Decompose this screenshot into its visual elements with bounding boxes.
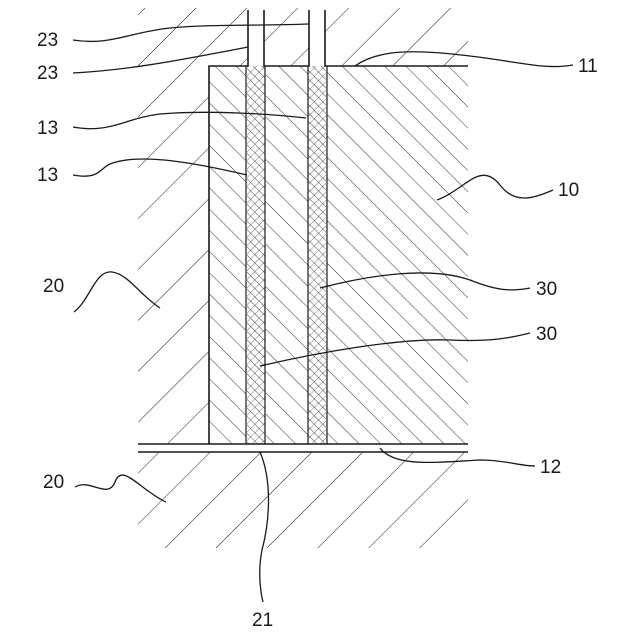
layer-30-left xyxy=(247,66,265,444)
ref-30-right: 30 xyxy=(536,279,557,300)
ref-13-upper: 13 xyxy=(37,118,58,139)
ref-30-left: 30 xyxy=(536,324,557,345)
ref-20-lower: 20 xyxy=(43,472,64,493)
ref-11: 11 xyxy=(578,56,598,77)
material-20-lower-region xyxy=(138,452,468,548)
layer-30-right xyxy=(308,66,326,444)
insert-wall-left xyxy=(209,66,246,444)
ref-21: 21 xyxy=(252,610,273,631)
ref-23-lower: 23 xyxy=(37,63,58,84)
ref-12: 12 xyxy=(540,457,561,478)
ref-10: 10 xyxy=(558,180,579,201)
ref-13-lower: 13 xyxy=(37,165,58,186)
insert-centre xyxy=(266,66,308,444)
ref-23-upper: 23 xyxy=(37,30,58,51)
mold-block-10 xyxy=(327,66,468,444)
ref-20-upper: 20 xyxy=(43,276,64,297)
